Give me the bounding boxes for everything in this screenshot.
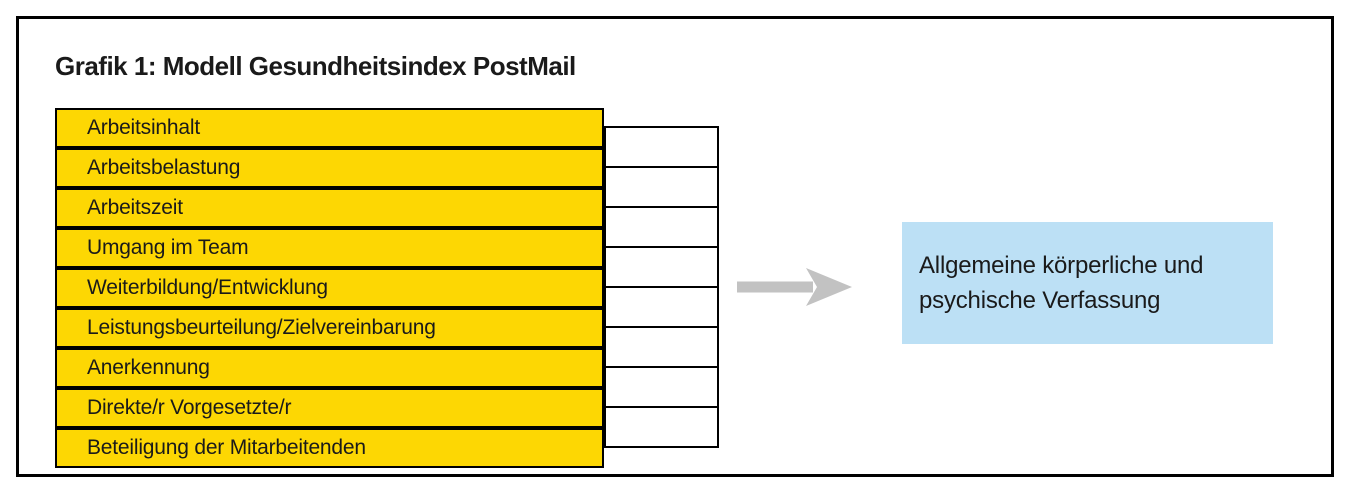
figure-frame: Grafik 1: Modell Gesundheitsindex PostMa… — [16, 16, 1334, 477]
factor-row: Beteiligung der Mitarbeitenden — [55, 428, 604, 468]
factor-list: Arbeitsinhalt Arbeitsbelastung Arbeitsze… — [55, 108, 604, 468]
factor-row: Arbeitsbelastung — [55, 148, 604, 188]
score-cell — [606, 208, 717, 248]
factor-row: Direkte/r Vorgesetzte/r — [55, 388, 604, 428]
factor-row: Arbeitszeit — [55, 188, 604, 228]
factor-label: Arbeitsbelastung — [87, 156, 241, 179]
factor-row: Leistungsbeurteilung/Zielvereinbarung — [55, 308, 604, 348]
factor-row: Arbeitsinhalt — [55, 108, 604, 148]
factor-label: Direkte/r Vorgesetzte/r — [87, 396, 292, 419]
score-cell — [606, 248, 717, 288]
score-cell — [606, 128, 717, 168]
factor-row: Anerkennung — [55, 348, 604, 388]
factor-label: Arbeitsinhalt — [87, 116, 200, 139]
factor-label: Beteiligung der Mitarbeitenden — [87, 436, 366, 459]
factor-row: Umgang im Team — [55, 228, 604, 268]
score-cell — [606, 368, 717, 408]
factor-row: Weiterbildung/Entwicklung — [55, 268, 604, 308]
score-cell — [606, 328, 717, 368]
factor-label: Anerkennung — [87, 356, 210, 379]
score-column — [604, 126, 719, 448]
result-box: Allgemeine körperliche und psychische Ve… — [902, 222, 1273, 344]
score-cell — [606, 288, 717, 328]
factor-label: Leistungsbeurteilung/Zielvereinbarung — [87, 316, 436, 339]
factor-label: Arbeitszeit — [87, 196, 183, 219]
result-text-line2: psychische Verfassung — [919, 287, 1161, 314]
score-cell — [606, 168, 717, 208]
factor-label: Umgang im Team — [87, 236, 249, 259]
score-cell — [606, 408, 717, 446]
factor-label: Weiterbildung/Entwicklung — [87, 276, 328, 299]
figure-title: Grafik 1: Modell Gesundheitsindex PostMa… — [55, 51, 576, 81]
right-arrow-icon — [737, 267, 853, 307]
result-text-line1: Allgemeine körperliche und — [919, 252, 1204, 279]
